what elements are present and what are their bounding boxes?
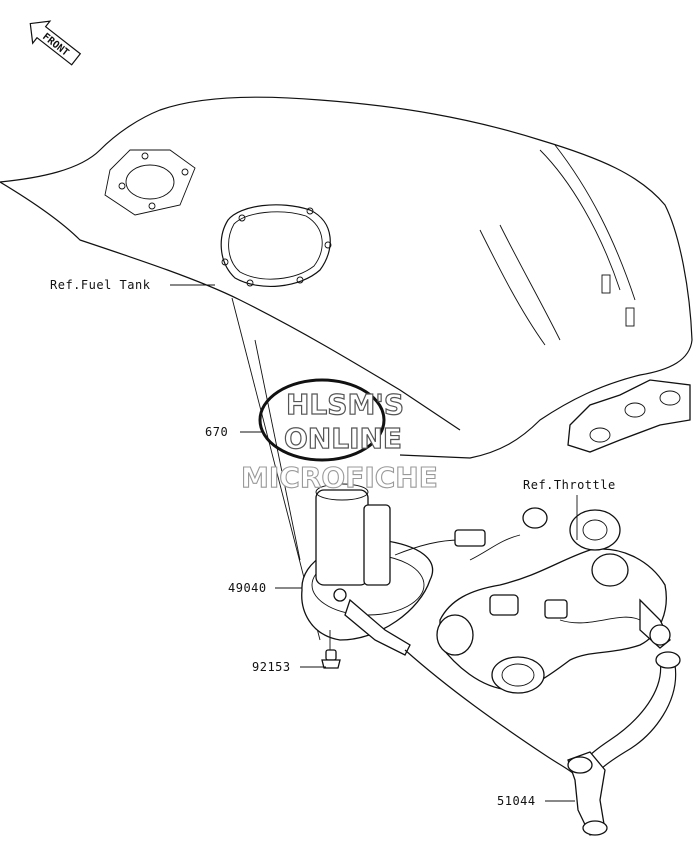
label-throttle: Ref.Throttle xyxy=(523,478,616,492)
front-label: FRONT xyxy=(40,31,70,58)
gasket-670 xyxy=(220,204,332,288)
fuel-hose-51044 xyxy=(404,649,681,836)
label-49040: 49040 xyxy=(228,581,267,595)
throttle-body xyxy=(436,507,671,694)
label-670: 670 xyxy=(205,425,228,439)
label-92153: 92153 xyxy=(252,660,291,674)
label-fuel-tank: Ref.Fuel Tank xyxy=(50,278,151,292)
fuel-pump-49040 xyxy=(301,483,486,656)
fuel-tank xyxy=(0,96,693,459)
front-arrow-icon: FRONT xyxy=(29,20,82,66)
label-51044: 51044 xyxy=(497,794,536,808)
watermark-circle xyxy=(258,378,386,462)
watermark-line-2: ONLINE xyxy=(284,422,402,455)
watermark-line-3: MICROFICHE xyxy=(241,461,438,494)
watermark-line-1: HLSM'S xyxy=(286,388,404,421)
bolt-92153 xyxy=(321,630,341,669)
